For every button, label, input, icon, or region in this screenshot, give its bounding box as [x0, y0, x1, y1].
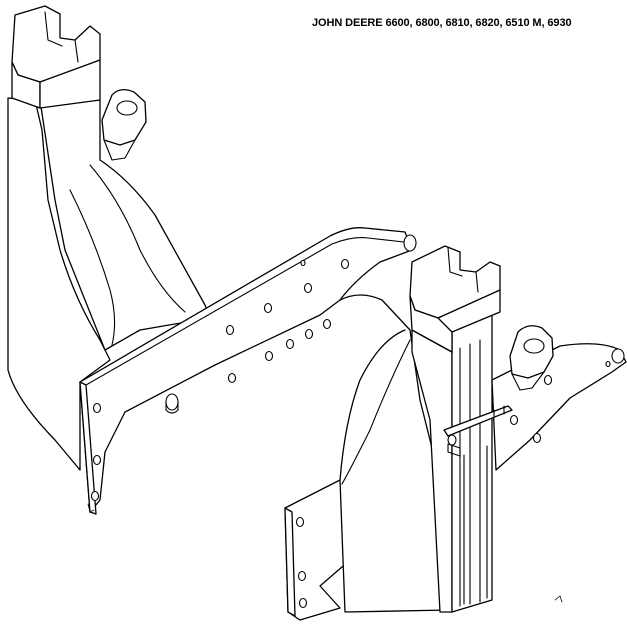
column-latch [443, 405, 513, 437]
right-bracket [284, 245, 627, 621]
base-hole [297, 570, 307, 582]
plate-hole [225, 324, 235, 336]
right-lug-bore [523, 338, 545, 354]
plate-boss-cap [165, 401, 179, 414]
plate-hole [92, 454, 102, 466]
base-hole [298, 597, 308, 609]
side-plate-holes [509, 360, 611, 444]
right-hook-slot [447, 247, 479, 293]
model-caption: JOHN DEERE 6600, 6800, 6810, 6820, 6510 … [312, 17, 572, 29]
side-plate-hole [605, 360, 611, 368]
side-plate-hole [543, 374, 553, 386]
plate-hole [340, 258, 350, 270]
right-column-strip [459, 339, 481, 607]
base-holes [295, 516, 308, 609]
plate-hole [300, 259, 306, 267]
plate-end-pin [403, 234, 417, 252]
left-bracket [7, 5, 211, 471]
left-lug-bore [116, 100, 138, 116]
plate-hole [304, 328, 314, 340]
plate-hole [285, 338, 295, 350]
plate-hole [227, 372, 237, 384]
plate-boss [165, 393, 179, 411]
right-side-web [339, 294, 451, 613]
side-plate-hole [509, 414, 519, 426]
cross-plate [79, 227, 417, 515]
left-web-curve-2 [69, 189, 116, 346]
left-lug [101, 88, 147, 146]
right-web-curve [341, 339, 411, 485]
plate-holes [90, 258, 350, 502]
left-hook-slot [44, 11, 79, 63]
cross-plate-face [79, 227, 413, 513]
right-hook-block [437, 289, 501, 333]
plate-hole [263, 302, 273, 314]
right-lug-base [511, 371, 545, 391]
column-latch-arm [493, 405, 505, 419]
plate-hole [264, 350, 274, 362]
left-lug-base [103, 139, 136, 161]
right-base-flange [284, 507, 296, 617]
plate-hole [322, 318, 332, 330]
plate-hole [303, 282, 313, 294]
cross-plate-top-edge [85, 237, 405, 386]
left-web-curve [89, 164, 186, 313]
corner-mark [554, 595, 563, 603]
side-plate-hole [532, 432, 542, 444]
plate-hole [92, 402, 102, 414]
side-plate-pin [611, 348, 625, 364]
left-hook-side [39, 59, 101, 109]
right-column-side [451, 291, 493, 613]
plate-hole [90, 490, 100, 502]
left-bracket-web [39, 99, 211, 351]
right-column-shadow [463, 445, 488, 605]
latch-clip [447, 443, 461, 457]
base-hole [295, 516, 305, 528]
cross-plate-edge [79, 381, 97, 515]
left-plate-notch [87, 503, 95, 513]
latch-pin [447, 434, 457, 446]
